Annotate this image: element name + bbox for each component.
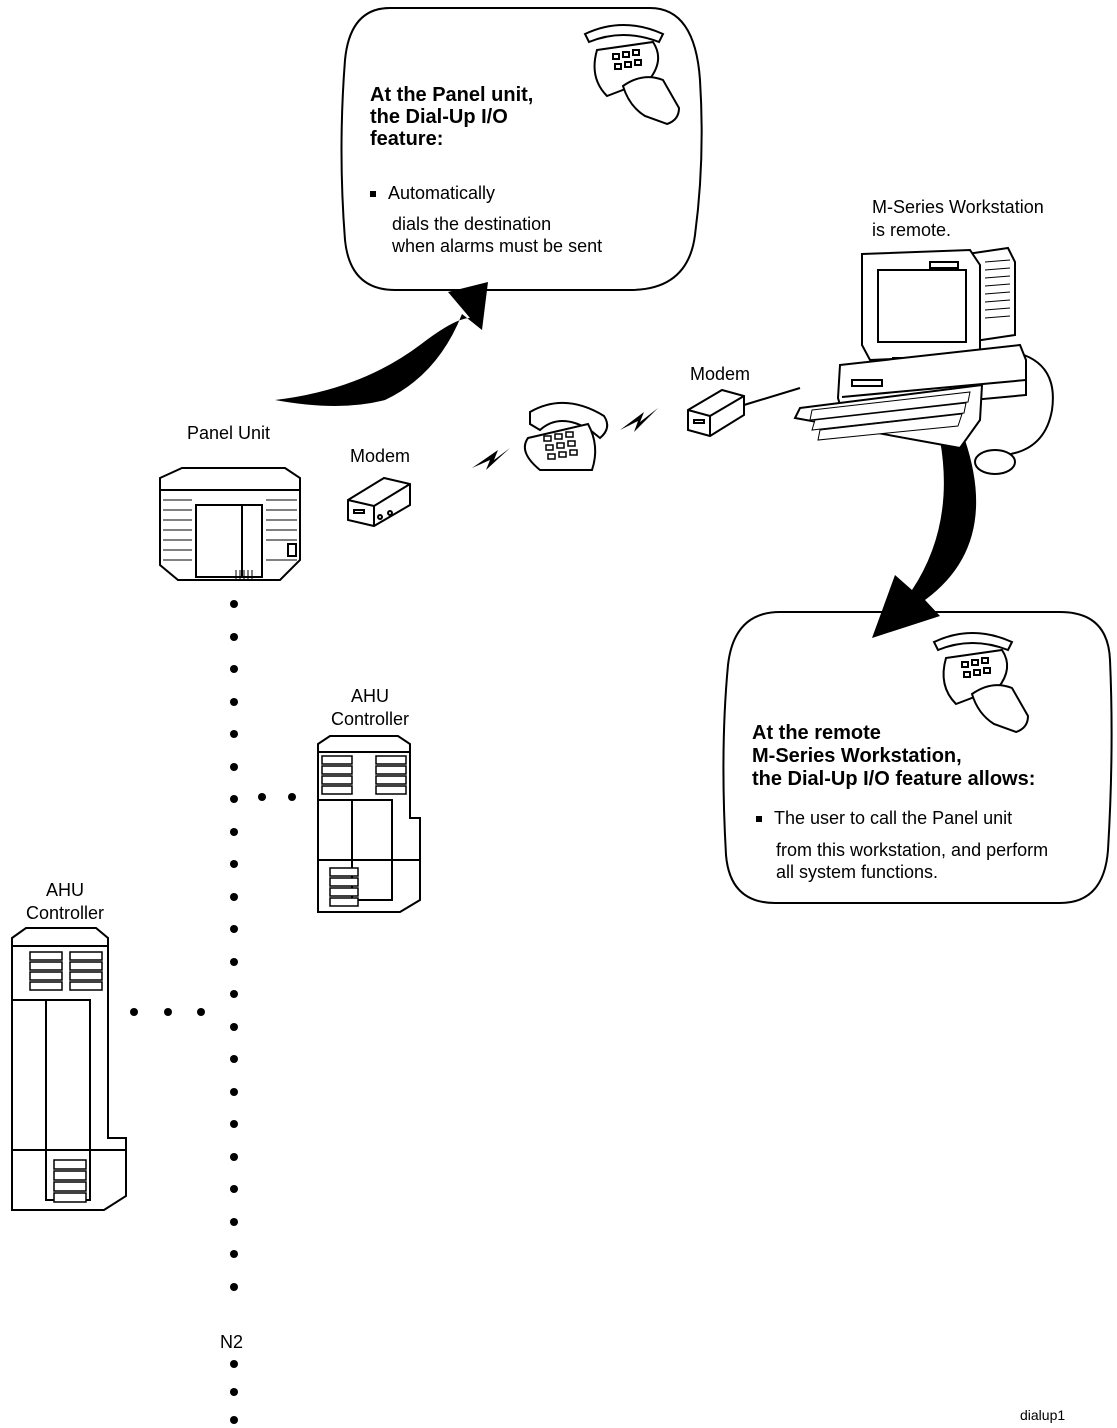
bus-dot (230, 990, 238, 998)
branch-dot (164, 1008, 172, 1016)
workstation-callout-bubble (722, 611, 1113, 904)
workstation-callout-bullet: The user to call the Panel unit (756, 808, 1012, 829)
workstation-callout-heading-line-1: At the remote (752, 722, 881, 744)
bus-dot (230, 730, 238, 738)
workstation-callout-heading-line-2: M-Series Workstation, (752, 745, 962, 767)
modem-left-label: Modem (350, 446, 411, 466)
bus-dot (230, 633, 238, 641)
telephone-icon (524, 402, 609, 471)
ahu-right-label-line-2: Controller (330, 709, 410, 729)
bus-dot (230, 698, 238, 706)
bus-dot (230, 860, 238, 868)
panel-callout-bullet-line-3: when alarms must be sent (392, 236, 603, 256)
ahu-right-label-line-1: AHU (350, 686, 389, 706)
bus-dot (230, 893, 238, 901)
panel-callout-heading-line-3: feature: (370, 128, 444, 150)
bus-dot (230, 1416, 238, 1424)
panel-unit-label: Panel Unit (187, 423, 271, 443)
bus-dot (230, 1120, 238, 1128)
bus-dot (230, 1088, 238, 1096)
panel-callout-bullet-line-2: dials the destination (392, 214, 552, 234)
ahu-controller-icon (11, 927, 127, 1211)
lightning-bolt-icon (620, 408, 658, 432)
bullet-icon (370, 191, 376, 198)
modem-icon (347, 476, 411, 528)
workstation-callout-heading-line-3: the Dial-Up I/O feature allows: (752, 768, 1036, 790)
bus-dot (230, 1153, 238, 1161)
bus-dot (230, 1023, 238, 1031)
bus-dot (230, 958, 238, 966)
figure-id-label: dialup1 (1020, 1407, 1066, 1423)
curved-arrow-icon (275, 282, 488, 406)
workstation-label-line-2: is remote. (872, 220, 952, 240)
bus-dot (230, 828, 238, 836)
workstation-callout-bullet-text: The user to call the Panel unit (774, 808, 1013, 828)
modem-icon (687, 387, 801, 438)
panel-callout-bullet-text: Automatically (388, 183, 496, 203)
ahu-controller-icon (317, 735, 421, 913)
bus-branch-dots (130, 793, 296, 1016)
ahu-left-label-line-2: Controller (25, 903, 105, 923)
panel-callout-heading-line-2: the Dial-Up I/O (370, 106, 508, 128)
lightning-bolt-icon (472, 448, 510, 470)
workstation-callout-bullet-line-3: all system functions. (776, 862, 939, 882)
bus-dot (230, 1388, 238, 1396)
bus-dot (230, 1185, 238, 1193)
bus-dot (230, 1055, 238, 1063)
bus-dot (230, 1360, 238, 1368)
bus-dot (230, 763, 238, 771)
bullet-icon (756, 816, 762, 823)
bus-dot (230, 1250, 238, 1258)
branch-dot (258, 793, 266, 801)
workstation-computer-icon (793, 246, 1054, 475)
bus-dot (230, 665, 238, 673)
workstation-label-line-1: M-Series Workstation (872, 197, 1044, 217)
curved-arrow-icon (872, 440, 977, 638)
panel-callout-heading-line-1: At the Panel unit, (370, 84, 534, 106)
telephone-keypad-hand-icon (932, 632, 1030, 734)
bus-dot (230, 925, 238, 933)
panel-callout-bullet: Automatically (370, 183, 495, 204)
bus-dot (230, 600, 238, 608)
bus-dot (230, 1218, 238, 1226)
branch-dot (288, 793, 296, 801)
n2-bus-dotted-line (230, 600, 238, 1424)
n2-bus-label: N2 (220, 1332, 244, 1352)
telephone-keypad-hand-icon (583, 24, 681, 126)
branch-dot (197, 1008, 205, 1016)
bus-dot (230, 795, 238, 803)
workstation-callout-bullet-line-2: from this workstation, and perform (776, 840, 1049, 860)
branch-dot (130, 1008, 138, 1016)
modem-right-label: Modem (690, 364, 751, 384)
bus-dot (230, 1283, 238, 1291)
panel-unit-icon (159, 467, 301, 581)
ahu-left-label-line-1: AHU (45, 880, 84, 900)
